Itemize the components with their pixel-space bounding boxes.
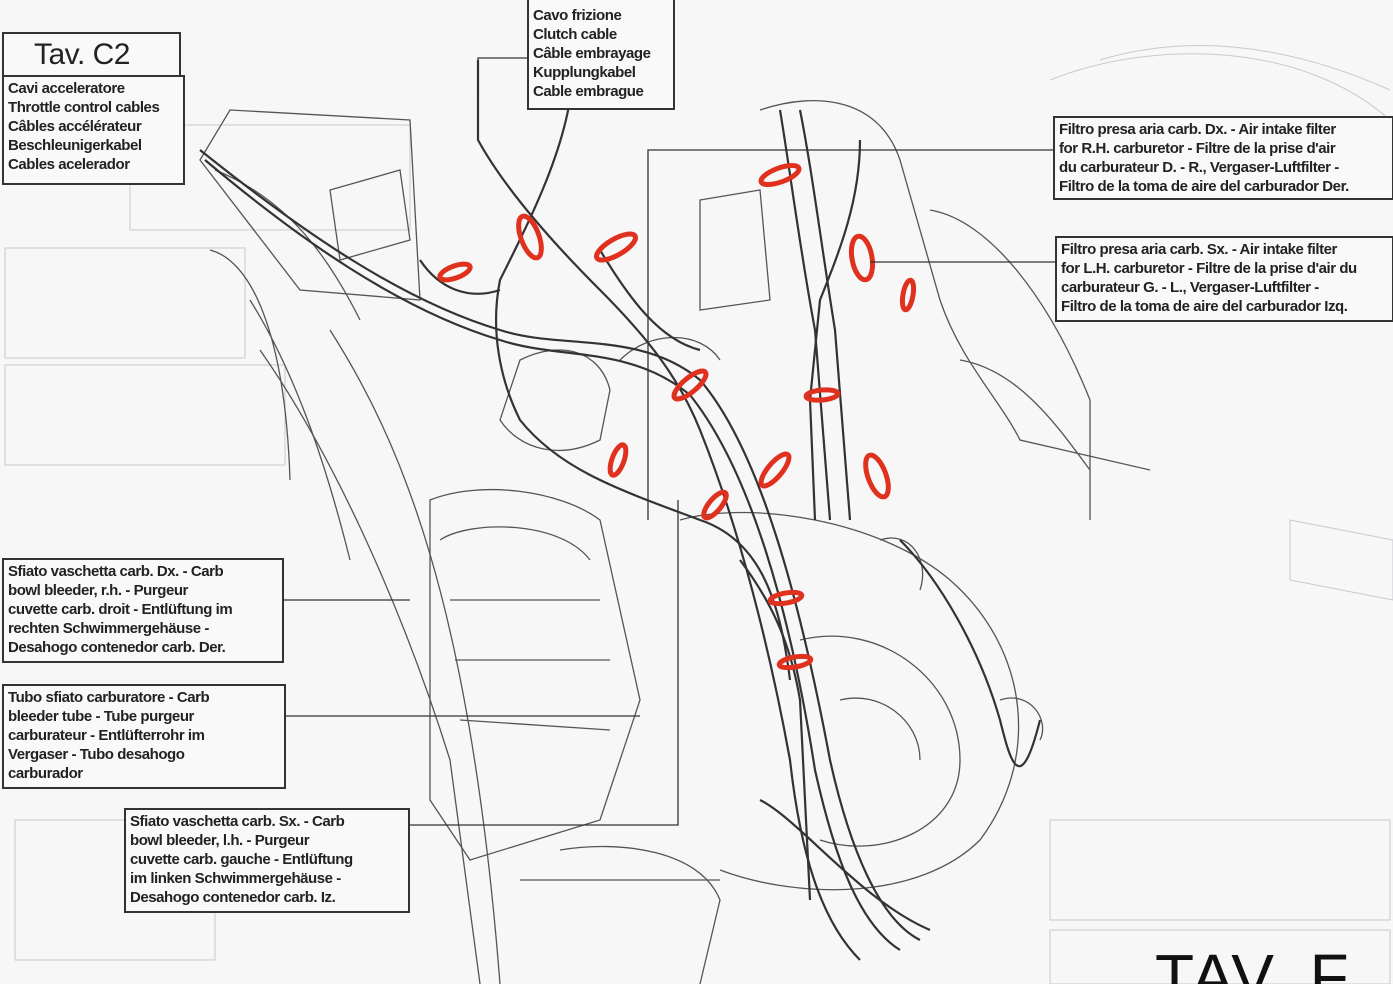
label-line: Câble embrayage — [533, 45, 651, 62]
cable-clamp — [594, 231, 638, 263]
label-line: bowl bleeder, r.h. - Purgeur — [8, 582, 188, 599]
label-line: Sfiato vaschetta carb. Dx. - Carb — [8, 563, 224, 580]
label-line: Filtro de la toma de aire del carburador… — [1061, 298, 1348, 315]
label-line: Sfiato vaschetta carb. Sx. - Carb — [130, 813, 345, 830]
cable-clamp — [516, 213, 544, 261]
label-line: Filtro de la toma de aire del carburador… — [1059, 178, 1349, 195]
next-plate-title: TAV. F — [1155, 941, 1351, 984]
label-line: carburateur G. - L., Vergaser-Luftfilter… — [1061, 279, 1319, 296]
label-line: Filtro presa aria carb. Sx. - Air intake… — [1061, 241, 1337, 258]
label-line: cuvette carb. gauche - Entlüftung — [130, 851, 353, 868]
label-line: Cavi acceleratore — [8, 80, 125, 97]
cable-clamp — [899, 277, 917, 313]
label-line: carburateur - Entlüfterrohr im — [8, 727, 205, 744]
label-line: im linken Schwimmergehäuse - — [130, 870, 341, 887]
cable-clamp — [758, 451, 792, 489]
label-line: Cables acelerador — [8, 156, 130, 173]
label-line: Desahogo contenedor carb. Der. — [8, 639, 226, 656]
label-line: Beschleunigerkabel — [8, 137, 142, 154]
label-line: Desahogo contenedor carb. Iz. — [130, 889, 336, 906]
cable-clamp — [607, 442, 629, 478]
label-line: Filtro presa aria carb. Dx. - Air intake… — [1059, 121, 1336, 138]
cable-clamp — [848, 233, 876, 283]
cable-clamp — [758, 163, 802, 187]
cable-clamp — [863, 452, 891, 500]
label-bleeder-tube: Tubo sfiato carburatore - Carb bleeder t… — [2, 684, 286, 789]
label-line: du carburateur D. - R., Vergaser-Luftfil… — [1059, 159, 1339, 176]
cable-clamp — [776, 653, 814, 671]
label-throttle-cables: Cavi acceleratore Throttle control cable… — [2, 75, 185, 185]
cable-clamp — [701, 489, 729, 521]
label-clutch-cable: Cavo frizione Clutch cable Câble embraya… — [527, 0, 675, 110]
label-line: Kupplungkabel — [533, 64, 636, 81]
label-line: rechten Schwimmergehäuse - — [8, 620, 209, 637]
cable-clamp — [767, 589, 805, 607]
label-rh-air-filter: Filtro presa aria carb. Dx. - Air intake… — [1053, 116, 1393, 200]
label-line: Cavo frizione — [533, 7, 622, 24]
label-line: Tubo sfiato carburatore - Carb — [8, 689, 210, 706]
label-line: cuvette carb. droit - Entlüftung im — [8, 601, 233, 618]
cable-clamps — [437, 163, 917, 671]
cable-clamp — [803, 387, 841, 403]
label-line: Vergaser - Tubo desahogo — [8, 746, 185, 763]
label-line: for L.H. carburetor - Filtre de la prise… — [1061, 260, 1357, 277]
label-line: bowl bleeder, l.h. - Purgeur — [130, 832, 310, 849]
label-line: Cable embrague — [533, 83, 644, 100]
label-lh-air-filter: Filtro presa aria carb. Sx. - Air intake… — [1055, 236, 1393, 322]
cable-clamp — [437, 261, 473, 283]
label-rh-bowl-bleeder: Sfiato vaschetta carb. Dx. - Carb bowl b… — [2, 558, 284, 663]
label-line: for R.H. carburetor - Filtre de la prise… — [1059, 140, 1336, 157]
engine-outline — [199, 100, 1151, 984]
label-line: bleeder tube - Tube purgeur — [8, 708, 194, 725]
cable-clamp — [671, 368, 709, 402]
page-title: Tav. C2 — [2, 32, 181, 75]
label-line: Clutch cable — [533, 26, 617, 43]
label-line: Throttle control cables — [8, 99, 160, 116]
leader-lines — [280, 57, 1055, 826]
label-lh-bowl-bleeder: Sfiato vaschetta carb. Sx. - Carb bowl b… — [124, 808, 410, 913]
label-line: Câbles accélérateur — [8, 118, 142, 135]
label-line: carburador — [8, 765, 83, 782]
cable-bundle — [199, 60, 1042, 961]
